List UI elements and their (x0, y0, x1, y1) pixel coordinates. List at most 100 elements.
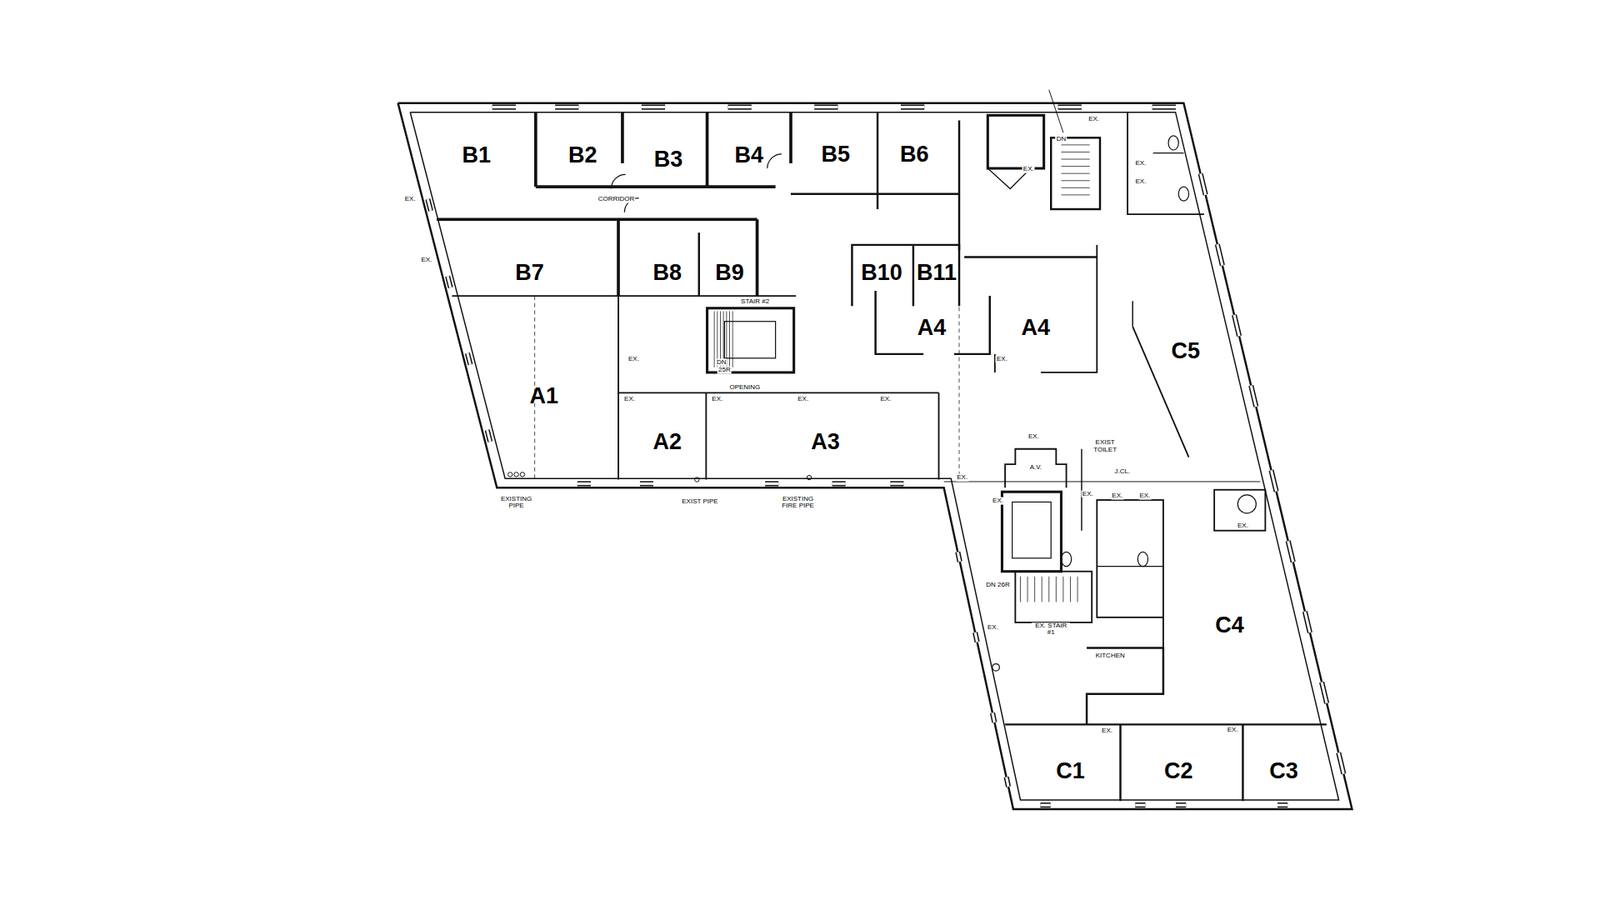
window-symbol (555, 105, 579, 109)
plan-note: EX. (420, 256, 433, 265)
stair-tread (1034, 576, 1035, 603)
partition-wall (705, 392, 707, 480)
partition-wall (944, 480, 1261, 482)
window-symbol (492, 105, 516, 110)
window-symbol (728, 105, 752, 110)
partition-wall (876, 112, 879, 210)
partition-wall (964, 255, 1097, 258)
window-symbol (577, 482, 591, 485)
window-symbol (1338, 752, 1344, 774)
partition-wall (1096, 565, 1164, 567)
toilet-symbol (1168, 135, 1179, 150)
plan-note: EX. (623, 395, 636, 403)
room-label: B10 (860, 260, 903, 286)
window-symbol (765, 482, 779, 485)
partition-wall (789, 112, 793, 164)
outer-wall (398, 103, 1353, 810)
window-symbol (447, 275, 451, 288)
toilet-symbol (1178, 186, 1189, 201)
stair-symbol (1015, 571, 1092, 623)
window-symbol (1200, 173, 1206, 195)
partition-wall (1131, 300, 1133, 327)
window-symbol (447, 275, 451, 288)
window-symbol (728, 105, 752, 109)
plan-note: EX. (796, 395, 810, 403)
window-symbol (1058, 105, 1082, 110)
plan-note: 25R (717, 366, 732, 375)
room-label: B3 (654, 147, 684, 173)
window-symbol (890, 482, 904, 485)
window-symbol (492, 105, 516, 109)
window-symbol (1250, 385, 1256, 407)
plan-note: EX. (1081, 490, 1095, 498)
pipe-symbol (514, 472, 519, 477)
door-swing (610, 174, 625, 189)
window-symbol (900, 105, 925, 110)
room-label: A2 (653, 430, 683, 456)
partition-wall (1040, 245, 1097, 373)
plan-note: EX. (1087, 115, 1100, 124)
room-label: C5 (1171, 340, 1201, 365)
stair-tread (1027, 576, 1029, 603)
plan-note: EX. (995, 355, 1009, 364)
window-symbol (1270, 470, 1276, 491)
partition-wall (705, 112, 710, 187)
partition-wall (618, 392, 939, 395)
stair-tread (1055, 576, 1057, 603)
stair-tread (1060, 151, 1090, 153)
window-symbol (1152, 105, 1176, 109)
room-label: C1 (1055, 759, 1085, 785)
window-symbol (1200, 173, 1206, 195)
window-symbol (1305, 611, 1310, 633)
window-symbol (640, 482, 654, 485)
room-label: B4 (735, 144, 765, 170)
window-symbol (1234, 315, 1240, 336)
window-symbol (814, 105, 838, 109)
partition-wall (912, 245, 915, 306)
window-symbol (1217, 244, 1223, 265)
window-symbol (1217, 244, 1223, 265)
pipe-symbol (508, 472, 513, 477)
window-symbol (1288, 540, 1294, 562)
stair-tread (1060, 144, 1090, 145)
room-label: B8 (653, 260, 683, 286)
room-label: B11 (916, 260, 957, 286)
window-symbol (1277, 802, 1288, 808)
window-symbol (832, 482, 846, 485)
leader-line (1049, 90, 1064, 133)
stair-tread (729, 310, 730, 367)
window-symbol (487, 430, 491, 442)
plan-note: DN (1055, 135, 1068, 143)
pipe-symbol (992, 664, 1000, 672)
window-symbol (467, 353, 471, 365)
partition-wall (1096, 500, 1164, 618)
partition-wall (451, 295, 796, 297)
plan-note: EX. (404, 195, 417, 203)
room-label: A3 (810, 430, 840, 456)
window-symbol (427, 199, 431, 211)
window-symbol (1338, 752, 1344, 774)
window-symbol (900, 105, 925, 109)
partition-wall (851, 245, 960, 306)
window-symbol (832, 480, 846, 486)
stair-tread (732, 310, 734, 367)
window-symbol (957, 551, 960, 562)
plan-note: EX. (1138, 492, 1151, 500)
plan-note: EXISTING PIPE (497, 495, 536, 511)
partition-wall (535, 185, 776, 189)
window-symbol (1006, 776, 1009, 787)
stair-symbol (724, 321, 775, 359)
window-symbol (1058, 105, 1082, 109)
room-label: B7 (515, 260, 545, 286)
window-symbol (992, 712, 995, 723)
window-symbol (765, 480, 779, 486)
partition-wall (1162, 617, 1165, 649)
partition-wall (436, 217, 757, 221)
room-label: A1 (529, 384, 559, 410)
plan-note: EX. (879, 395, 892, 403)
window-symbol (1305, 611, 1310, 633)
room-label: B1 (462, 144, 492, 170)
partition-wall (1153, 152, 1185, 154)
window-symbol (467, 353, 471, 365)
